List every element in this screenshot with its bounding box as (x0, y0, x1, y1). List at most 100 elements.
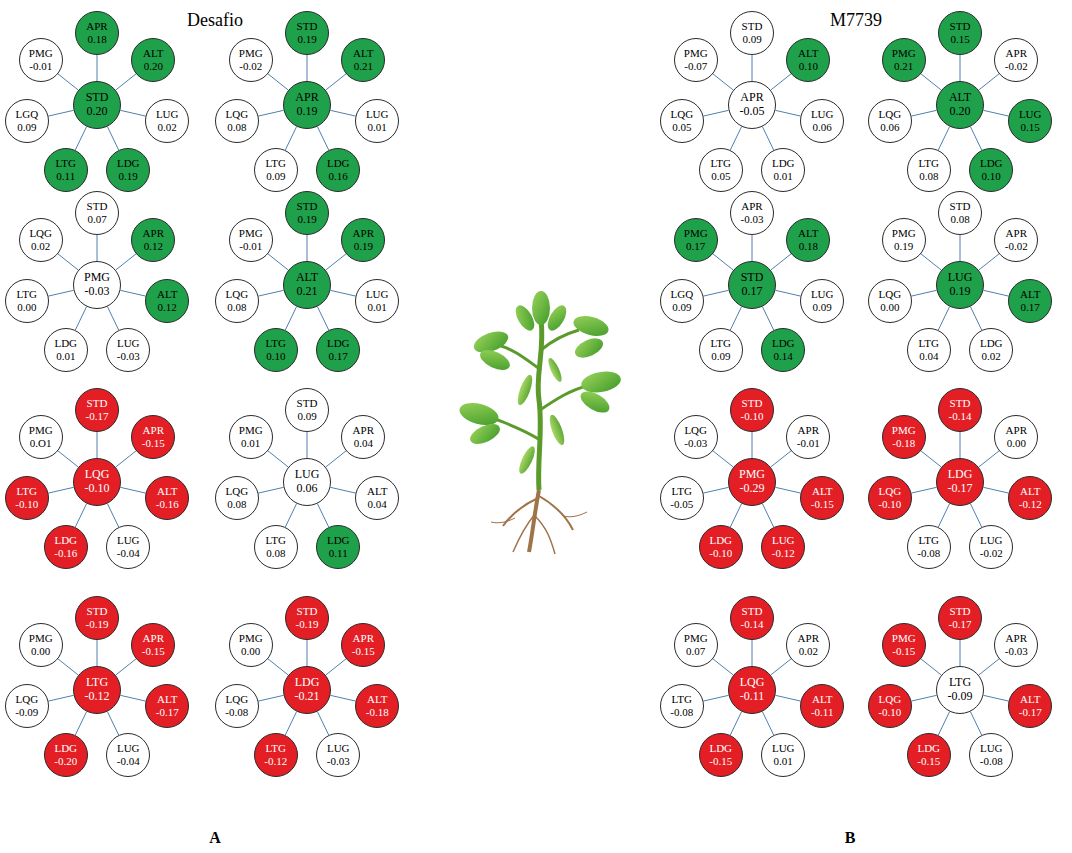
correlation-link (75, 712, 86, 735)
trait-outer-circle: LTG0.04 (907, 328, 951, 372)
trait-outer-circle: LQG0.02 (19, 218, 63, 262)
trait-name: LQG (15, 693, 38, 706)
correlation-value: -0.10 (709, 547, 732, 560)
trait-outer-circle: PMG0.01 (229, 415, 273, 459)
trait-outer-circle: LQG-0.10 (868, 684, 912, 728)
correlation-link (762, 307, 773, 330)
trait-outer-circle: LQG0.08 (215, 476, 259, 520)
correlation-link (285, 307, 296, 330)
trait-name: LUG (980, 742, 1003, 755)
correlation-value: 0.08 (950, 213, 969, 226)
trait-name: LDG (295, 676, 320, 690)
correlation-link (970, 127, 981, 150)
trait-name: LTG (266, 742, 286, 755)
panel-letter: A (209, 829, 221, 847)
trait-outer-circle: ALT0.18 (786, 218, 830, 262)
trait-name: LDG (117, 157, 140, 170)
trait-outer-circle: LDG0.01 (761, 148, 805, 192)
correlation-link (703, 695, 728, 701)
trait-name: ALT (157, 485, 177, 498)
correlation-link (317, 712, 328, 735)
trait-name: LTG (711, 157, 731, 170)
correlation-value: 0.17 (686, 240, 705, 253)
trait-name: LDG (54, 534, 77, 547)
trait-name: PMG (739, 468, 765, 482)
correlation-link (970, 504, 981, 527)
trait-outer-circle: LQG-0.09 (5, 684, 49, 728)
correlation-link (911, 487, 936, 493)
correlation-value: 0.21 (894, 60, 913, 73)
correlation-link (307, 640, 308, 666)
correlation-value: -0.02 (1005, 240, 1028, 253)
correlation-value: 0.10 (266, 350, 285, 363)
trait-outer-circle: LDG0.10 (969, 148, 1013, 192)
trait-outer-circle: LUG0.15 (1008, 99, 1052, 143)
trait-name: APR (143, 424, 164, 437)
soybean-plant-illustration (455, 290, 625, 560)
trait-name: ALT (143, 47, 163, 60)
trait-name: LUG (772, 534, 795, 547)
correlation-link (703, 290, 728, 296)
correlation-link (268, 659, 288, 675)
trait-name: APR (1006, 227, 1027, 240)
trait-outer-circle: LUG0.01 (761, 733, 805, 777)
trait-outer-circle: ALT0.04 (355, 476, 399, 520)
trait-name: STD (87, 200, 108, 213)
trait-name: APR (353, 227, 374, 240)
trait-name: LTG (672, 485, 692, 498)
trait-name: LTG (266, 337, 286, 350)
trait-name: LTG (266, 534, 286, 547)
trait-name: LUG (117, 337, 140, 350)
correlation-value: -0.18 (366, 706, 389, 719)
trait-outer-circle: LDG0.01 (44, 328, 88, 372)
correlation-link (713, 254, 733, 270)
trait-name: PMG (684, 632, 708, 645)
trait-name: ALT (1020, 693, 1040, 706)
correlation-link (762, 504, 773, 527)
correlation-value: 0.01 (56, 350, 75, 363)
correlation-value: -0.15 (917, 755, 940, 768)
correlation-value: -0.10 (878, 498, 901, 511)
correlation-link (771, 451, 791, 467)
correlation-value: 0.04 (919, 350, 938, 363)
correlation-link (326, 659, 346, 675)
trait-name: LTG (672, 693, 692, 706)
correlation-link (58, 254, 78, 270)
trait-name: LQG (225, 485, 248, 498)
trait-outer-circle: LDG0.19 (106, 148, 150, 192)
correlation-value: 0.20 (950, 105, 971, 119)
trait-name: ALT (157, 288, 177, 301)
trait-center-circle: LUG0.06 (283, 458, 331, 506)
correlation-value: 0.00 (1007, 437, 1026, 450)
trait-outer-circle: ALT-0.12 (1008, 476, 1052, 520)
trait-center-circle: APR0.19 (283, 81, 331, 129)
trait-outer-circle: LUG-0.03 (106, 328, 150, 372)
correlation-link (960, 55, 961, 81)
trait-outer-circle: LTG0.09 (699, 328, 743, 372)
correlation-link (120, 695, 145, 701)
trait-name: APR (1006, 632, 1027, 645)
trait-name: STD (297, 20, 318, 33)
correlation-link (307, 55, 308, 81)
trait-outer-circle: LGQ0.09 (660, 279, 704, 323)
correlation-value: 0.00 (241, 645, 260, 658)
trait-name: PMG (239, 47, 263, 60)
trait-outer-circle: LUG0.02 (145, 99, 189, 143)
trait-outer-circle: APR-0.03 (730, 191, 774, 235)
correlation-link (330, 290, 355, 296)
trait-name: LUG (156, 108, 179, 121)
correlation-link (938, 712, 949, 735)
trait-outer-circle: LDG-0.15 (699, 733, 743, 777)
trait-name: LUG (948, 271, 973, 285)
correlation-link (58, 451, 78, 467)
trait-name: LUG (772, 742, 795, 755)
trait-name: LDG (948, 468, 973, 482)
trait-name: PMG (29, 424, 53, 437)
trait-outer-circle: LUG-0.08 (969, 733, 1013, 777)
trait-outer-circle: LTG0.00 (5, 279, 49, 323)
correlation-value: -0.11 (811, 706, 834, 719)
correlation-value: -0.19 (296, 618, 319, 631)
trait-outer-circle: LTG-0.12 (254, 733, 298, 777)
correlation-link (116, 659, 136, 675)
correlation-value: 0.09 (17, 121, 36, 134)
